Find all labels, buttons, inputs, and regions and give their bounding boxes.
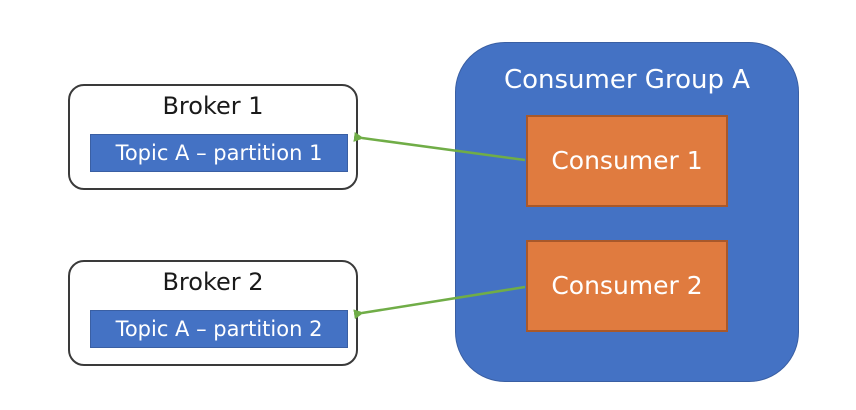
broker-1-partition: Topic A – partition 1: [90, 134, 348, 172]
consumer-2-box: Consumer 2: [526, 240, 728, 332]
broker-2-box: Broker 2 Topic A – partition 2: [68, 260, 358, 366]
consumer-group-title: Consumer Group A: [503, 65, 751, 95]
broker-2-title: Broker 2: [162, 268, 264, 296]
broker-1-box: Broker 1 Topic A – partition 1: [68, 84, 358, 190]
arrow-consumer-2-to-partition-2: [353, 285, 526, 320]
consumer-group-box: Consumer Group A Consumer 1 Consumer 2: [455, 42, 799, 382]
consumer-1-box: Consumer 1: [526, 115, 728, 207]
arrow-consumer-1-to-partition-1: [353, 131, 526, 162]
broker-2-partition: Topic A – partition 2: [90, 310, 348, 348]
broker-1-title: Broker 1: [162, 92, 264, 120]
